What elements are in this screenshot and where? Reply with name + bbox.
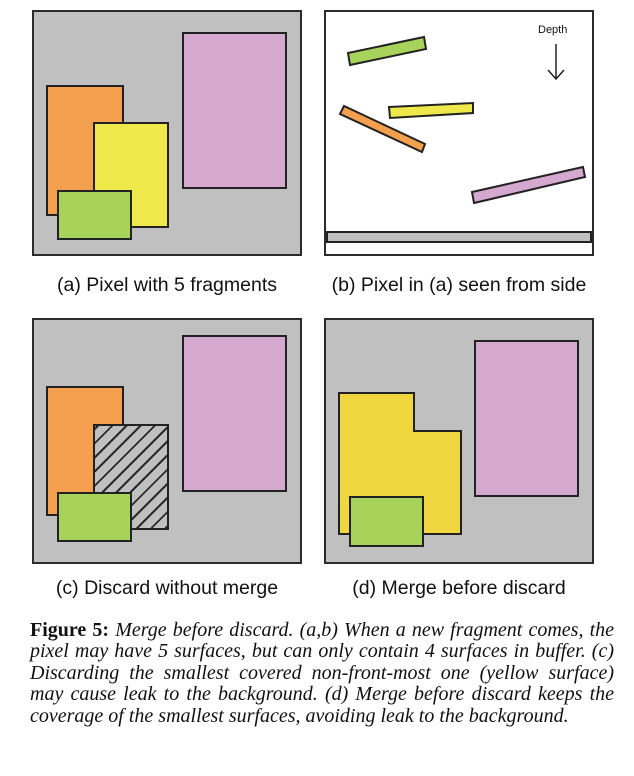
pink-fragment-side: [470, 165, 587, 205]
depth-label: Depth: [538, 24, 568, 36]
pink-surface: [474, 340, 579, 497]
green-surface: [57, 492, 132, 542]
pink-surface: [182, 335, 287, 492]
figure-caption: Figure 5: Merge before discard. (a,b) Wh…: [30, 619, 615, 727]
side-view-drawing: [326, 35, 592, 243]
green-surface: [349, 496, 424, 547]
depth-arrow-icon: [547, 69, 565, 81]
orange-fragment-side: [338, 104, 427, 154]
panel-c-discard-without-merge: [32, 318, 302, 564]
green-fragment-side: [346, 35, 428, 67]
panel-d-merge-before-discard: [324, 318, 594, 564]
caption-c: (c) Discard without merge: [55, 577, 279, 599]
caption-d: (d) Merge before discard: [352, 577, 566, 599]
pink-surface: [182, 32, 287, 189]
caption-b: (b) Pixel in (a) seen from side: [331, 274, 587, 296]
figure-caption-text: Merge before discard. (a,b) When a new f…: [30, 619, 615, 727]
pixel-plane: [326, 231, 592, 243]
yellow-fragment-side: [387, 101, 474, 120]
panel-b-side-view: Depth: [324, 10, 594, 256]
figure-label: Figure 5:: [30, 619, 110, 641]
panel-a-pixel-with-5-fragments: [32, 10, 302, 256]
green-surface: [57, 190, 132, 240]
caption-a: (a) Pixel with 5 fragments: [57, 274, 277, 296]
